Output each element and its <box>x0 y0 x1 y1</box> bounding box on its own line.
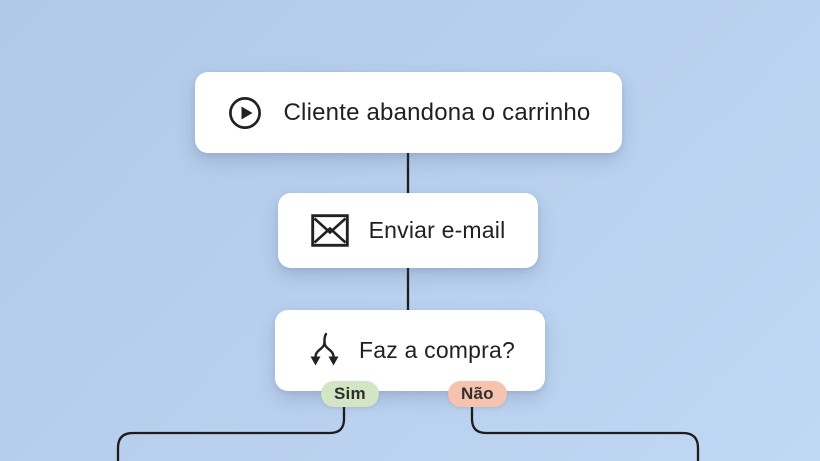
node-label-decision: Faz a compra? <box>359 337 515 363</box>
branch-badge-yes[interactable]: Sim <box>321 381 379 407</box>
branch-icon <box>305 332 341 370</box>
play-icon <box>227 95 263 131</box>
flow-node-trigger[interactable]: Cliente abandona o carrinho <box>195 72 622 153</box>
branch-badge-no[interactable]: Não <box>448 381 507 407</box>
envelope-icon <box>310 214 349 247</box>
flow-node-decision[interactable]: Faz a compra? <box>275 310 545 391</box>
node-label-trigger: Cliente abandona o carrinho <box>283 98 591 126</box>
connector-branch-yes <box>116 406 346 461</box>
flow-node-email[interactable]: Enviar e-mail <box>278 193 538 268</box>
connector-branch-no <box>470 406 700 461</box>
node-label-email: Enviar e-mail <box>368 217 506 243</box>
